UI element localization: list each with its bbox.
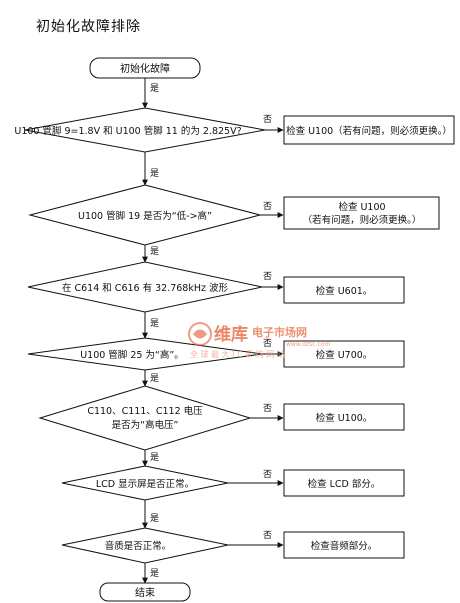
no-label: 否 [263,403,272,414]
action-box [283,196,440,230]
yes-label: 是 [150,568,159,579]
action-box [283,340,405,368]
yes-label: 是 [150,513,159,524]
action-box [283,403,405,431]
action-text: 检查 U601。 [316,285,373,297]
action-text: 检查 U100（若有问题，则必须更换。） [286,125,452,137]
action-box [283,469,405,497]
decision-diamond [61,465,229,501]
watermark-logo-icon [188,322,212,346]
start-label: 初始化故障 [120,62,170,75]
action-box [283,531,405,559]
end-label: 结束 [135,586,155,599]
action-text: 检查音频部分。 [311,540,378,552]
no-label: 否 [263,530,272,541]
decision-text: 在 C614 和 C616 有 32.768kHz 波形 [62,282,229,294]
decision-diamond [27,261,263,313]
watermark-slogan: 全 球 最 大 I C 采 购 网 站 [190,349,285,359]
no-label: 否 [263,271,272,282]
watermark-url: www.dzsc.com [286,341,330,348]
yes-label: 是 [150,318,159,329]
decision-text: LCD 显示屏是否正常。 [96,478,194,490]
decision-diamond [28,184,262,246]
decision-7: 音质是否正常。 否 检查音频部分。 [61,527,405,564]
action-text: （若有问题，则必须更换。） [303,214,422,226]
decision-text: 是否为“高电压” [112,419,179,431]
decision-diamond [27,337,263,371]
action-text: 检查 U700。 [316,349,373,361]
decision-1: U100 管脚 9=1.8V 和 U100 管脚 11 的为 2.825V? 否… [14,107,455,153]
action-text: 检查 U100 [338,201,385,213]
decision-text: U100 管脚 25 为“高”。 [80,349,184,361]
action-text: 检查 LCD 部分。 [308,478,381,490]
watermark-brand: 维库 [214,324,248,345]
no-label: 否 [263,201,272,212]
end-node: 结束 [99,582,191,602]
yes-label: 是 [150,246,159,257]
decision-diamond [61,527,229,564]
action-box [283,115,455,145]
no-label: 否 [263,114,272,125]
watermark-brand-suffix: 电子市场网 [252,325,307,339]
page-title: 初始化故障排除 [36,19,141,35]
yes-label: 是 [150,83,159,94]
no-label: 否 [263,338,272,349]
decision-text: U100 管脚 9=1.8V 和 U100 管脚 11 的为 2.825V? [14,125,241,137]
decision-text: 音质是否正常。 [105,540,172,552]
action-box [283,276,405,304]
decision-diamond [38,385,252,451]
start-node: 初始化故障 [89,57,201,79]
watermark: 维库 电子市场网 www.dzsc.com 全 球 最 大 I C 采 购 网 … [188,322,330,359]
no-label: 否 [263,469,272,480]
action-text: 检查 U100。 [316,412,373,424]
yes-label: 是 [150,452,159,463]
decision-text: C110、C111、C112 电压 [87,405,203,417]
decision-2: U100 管脚 19 是否为“低->高” 否 检查 U100 （若有问题，则必须… [28,184,440,246]
yes-label: 是 [150,373,159,384]
decision-3: 在 C614 和 C616 有 32.768kHz 波形 否 检查 U601。 [27,261,405,313]
decision-diamond [24,107,266,153]
decision-4: U100 管脚 25 为“高”。 否 检查 U700。 [27,337,405,371]
decision-5: C110、C111、C112 电压 是否为“高电压” 否 检查 U100。 [38,385,405,451]
yes-label: 是 [150,168,159,179]
decision-text: U100 管脚 19 是否为“低->高” [78,210,212,222]
decision-6: LCD 显示屏是否正常。 否 检查 LCD 部分。 [61,465,405,501]
yes-labels: 是 是 是 是 是 是 是 是 [150,83,159,579]
